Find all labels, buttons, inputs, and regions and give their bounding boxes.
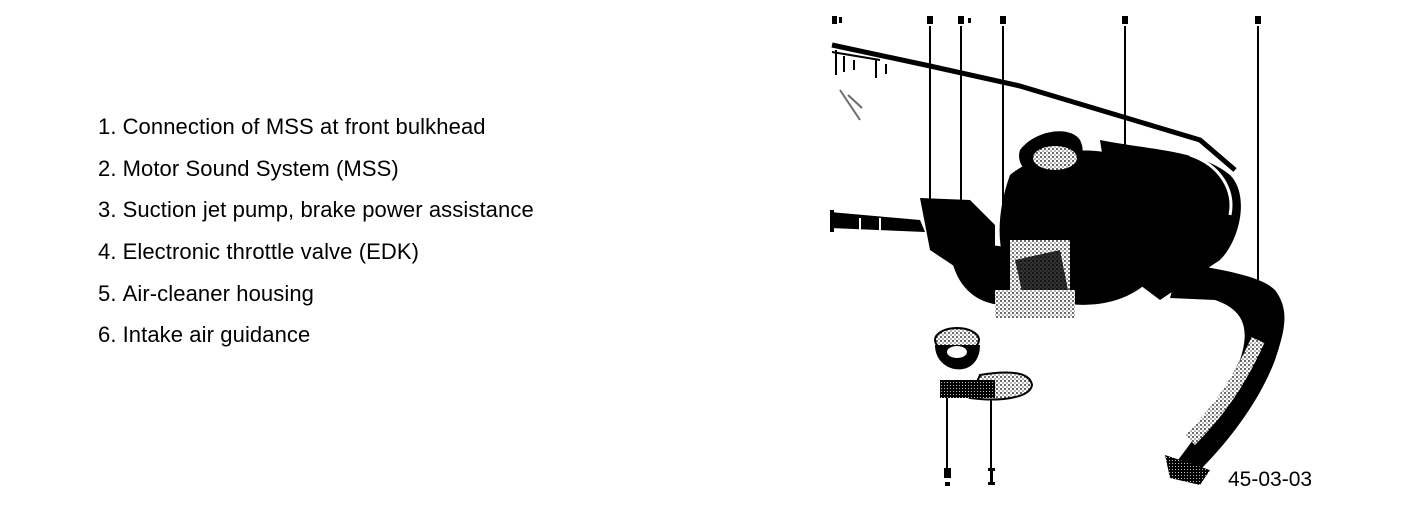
legend-item: 3.Suction jet pump, brake power assistan… (98, 199, 534, 221)
throttle-valve-cluster (830, 198, 1075, 318)
legend-item-number: 2. (98, 155, 117, 181)
callout-marks-bottom (944, 468, 995, 486)
legend-item-number: 3. (98, 197, 117, 223)
legend-item-number: 5. (98, 280, 117, 306)
legend-item: 1.Connection of MSS at front bulkhead (98, 116, 534, 138)
legend-item-text: Suction jet pump, brake power assistance (122, 197, 534, 223)
bulkhead-outline (831, 42, 1237, 172)
legend-list: 1.Connection of MSS at front bulkhead 2.… (98, 116, 534, 366)
legend-item-number: 4. (98, 239, 117, 265)
legend-item: 5.Air-cleaner housing (98, 280, 534, 306)
callout-marks-top (832, 16, 1261, 24)
legend-item-text: Connection of MSS at front bulkhead (122, 114, 486, 139)
legend-item-text: Motor Sound System (MSS) (122, 155, 399, 181)
callout-leader-lines (929, 26, 1259, 470)
legend-item: 2.Motor Sound System (MSS) (98, 155, 534, 181)
motor-sound-system (934, 327, 1034, 401)
figure-code: 45-03-03 (1228, 468, 1313, 491)
legend-item-text: Air-cleaner housing (122, 280, 315, 306)
legend-item: 4.Electronic throttle valve (EDK) (98, 241, 534, 263)
legend-item-text: Electronic throttle valve (EDK) (122, 239, 420, 265)
legend-item-number: 1. (98, 114, 117, 139)
legend-item-text: Intake air guidance (122, 322, 311, 348)
legend-item: 6.Intake air guidance (98, 324, 534, 346)
legend-item-number: 6. (98, 322, 117, 348)
engine-bay-illustration (820, 0, 1360, 508)
